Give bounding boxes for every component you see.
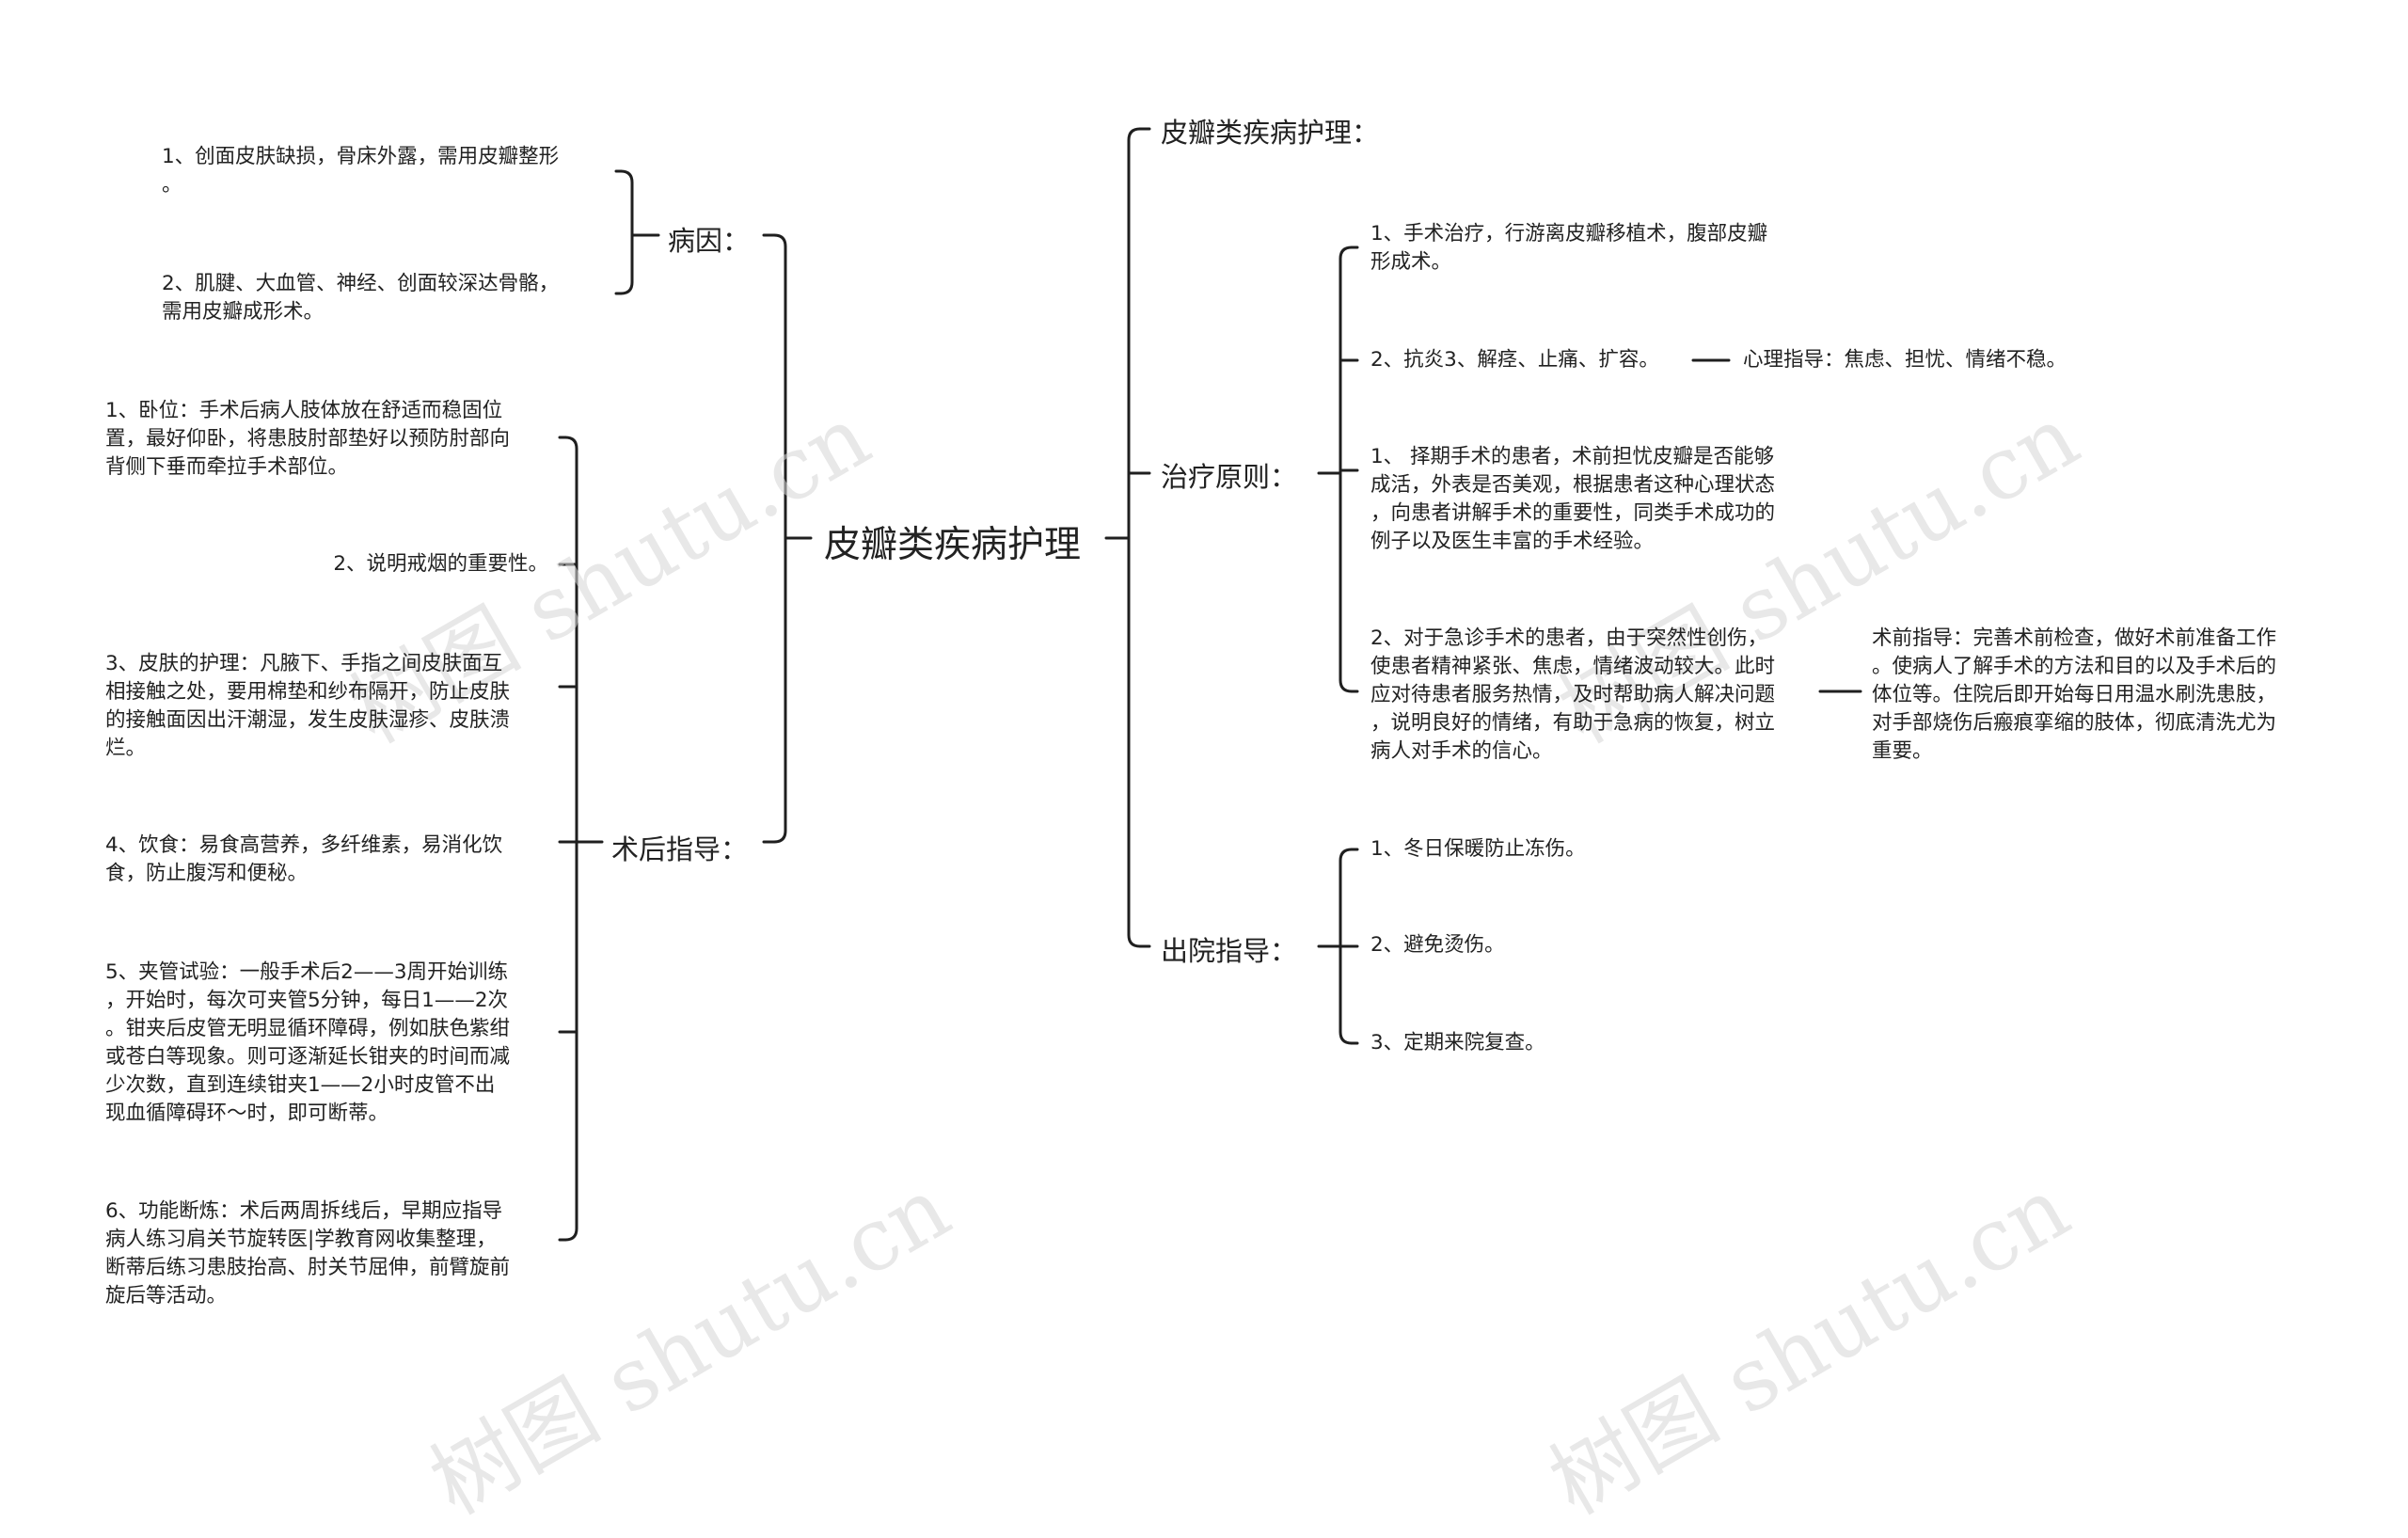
text-line: 需用皮瓣成形术。 bbox=[162, 300, 325, 324]
preop-guidance: 术前指导：完善术前检查，做好术前准备工作。使病人了解手术的方法和目的以及手术后的… bbox=[1872, 625, 2276, 766]
principle-item-4: 2、对于急诊手术的患者，由于突然性创伤， 使患者精神紧张、焦虑，情绪波动较大。此时… bbox=[1370, 625, 1775, 766]
text-line: ，向患者讲解手术的重要性，同类手术成功的 bbox=[1370, 501, 1776, 525]
text-line: ，说明良好的情绪，有助于急病的恢复，树立 bbox=[1370, 711, 1776, 735]
text-line: 2、抗炎3、解痉、止痛、扩容。 bbox=[1370, 348, 1659, 372]
text-line: 或苍白等现象。则可逐渐延长钳夹的时间而减 bbox=[105, 1045, 511, 1069]
text-line: 2、说明戒烟的重要性。 bbox=[333, 552, 548, 576]
text-line: 对手部烧伤后瘢痕挛缩的肢体，彻底清洗尤为 bbox=[1872, 711, 2277, 735]
root-topic[interactable]: 皮瓣类疾病护理 bbox=[824, 524, 1082, 566]
text-line: 1、创面皮肤缺损，骨床外露，需用皮瓣整形 bbox=[162, 145, 560, 168]
postop-item-5: 5、夹管试验：一般手术后2——3周开始训练 ，开始时，每次可夹管5分钟，每日1——… bbox=[105, 959, 510, 1128]
text-line: 。 bbox=[162, 173, 182, 197]
text-line: 体位等。住院后即开始每日用温水刷洗患肢， bbox=[1872, 683, 2277, 706]
text-line: 旋后等活动。 bbox=[105, 1284, 228, 1308]
text-line: 病人对手术的信心。 bbox=[1370, 739, 1553, 763]
postop-item-2: 2、说明戒烟的重要性。 bbox=[333, 550, 548, 579]
branch-discharge[interactable]: 出院指导： bbox=[1161, 935, 1298, 967]
text-line: 4、饮食：易食高营养，多纤维素，易消化饮 bbox=[105, 833, 503, 857]
text-line: 术前指导：完善术前检查，做好术前准备工作 bbox=[1872, 626, 2277, 650]
text-line: 的接触面因出汗潮湿，发生皮肤湿疹、皮肤溃 bbox=[105, 708, 511, 732]
cause-item-1: 1、创面皮肤缺损，骨床外露，需用皮瓣整形。 bbox=[162, 143, 559, 199]
text-line: 病人练习肩关节旋转医|学教育网收集整理， bbox=[105, 1228, 497, 1251]
root-right-bar bbox=[1127, 127, 1142, 948]
text-line: 烂。 bbox=[105, 737, 147, 760]
postop-item-3: 3、皮肤的护理：凡腋下、手指之间皮肤面互相接触之处，要用棉垫和纱布隔开，防止皮肤… bbox=[105, 650, 510, 763]
principle-item-1: 1、手术治疗，行游离皮瓣移植术，腹部皮瓣形成术。 bbox=[1370, 220, 1767, 277]
text-line: 断蒂后练习患肢抬高、肘关节屈伸，前臂旋前 bbox=[105, 1256, 511, 1279]
text-line: 3、皮肤的护理：凡腋下、手指之间皮肤面互 bbox=[105, 652, 503, 675]
text-line: 1、 择期手术的患者，术前担忧皮瓣是否能够 bbox=[1370, 445, 1775, 468]
text-line: 5、夹管试验：一般手术后2——3周开始训练 bbox=[105, 960, 509, 984]
text-line: 形成术。 bbox=[1370, 250, 1452, 274]
text-line: 2、肌腱、大血管、神经、创面较深达骨骼， bbox=[162, 272, 560, 295]
text-line: 食，防止腹泻和便秘。 bbox=[105, 862, 309, 885]
principle-item-2: 2、抗炎3、解痉、止痛、扩容。 bbox=[1370, 346, 1659, 374]
text-line: 6、功能断炼：术后两周拆线后，早期应指导 bbox=[105, 1199, 503, 1223]
text-line: 2、对于急诊手术的患者，由于突然性创伤， bbox=[1370, 626, 1768, 650]
text-line: 1、卧位：手术后病人肢体放在舒适而稳固位 bbox=[105, 399, 503, 422]
text-line: 。使病人了解手术的方法和目的以及手术后的 bbox=[1872, 655, 2277, 678]
text-line: 心理指导：焦虑、担忧、情绪不稳。 bbox=[1743, 348, 2067, 372]
branch-principle[interactable]: 治疗原则： bbox=[1161, 461, 1298, 493]
postop-item-1: 1、卧位：手术后病人肢体放在舒适而稳固位置，最好仰卧，将患肢肘部垫好以预防肘部向… bbox=[105, 397, 510, 482]
discharge-item-1: 1、冬日保暖防止冻伤。 bbox=[1370, 835, 1586, 864]
text-line: 1、冬日保暖防止冻伤。 bbox=[1370, 837, 1586, 861]
text-line: 置，最好仰卧，将患肢肘部垫好以预防肘部向 bbox=[105, 427, 511, 451]
connector-lines bbox=[558, 127, 1862, 1242]
text-line: 例子以及医生丰富的手术经验。 bbox=[1370, 530, 1655, 553]
discharge-item-2: 2、避免烫伤。 bbox=[1370, 931, 1505, 959]
discharge-item-3: 3、定期来院复查。 bbox=[1370, 1029, 1545, 1057]
branch-cause[interactable]: 病因： bbox=[668, 225, 751, 257]
text-line: 现血循障碍环～时，即可断蒂。 bbox=[105, 1102, 389, 1125]
text-line: 重要。 bbox=[1872, 739, 1933, 763]
text-line: 2、避免烫伤。 bbox=[1370, 933, 1505, 957]
psych-guidance: 心理指导：焦虑、担忧、情绪不稳。 bbox=[1743, 346, 2067, 374]
text-line: 成活，外表是否美观，根据患者这种心理状态 bbox=[1370, 473, 1776, 497]
postop-item-6: 6、功能断炼：术后两周拆线后，早期应指导病人练习肩关节旋转医|学教育网收集整理，… bbox=[105, 1197, 510, 1310]
postop-item-4: 4、饮食：易食高营养，多纤维素，易消化饮食，防止腹泻和便秘。 bbox=[105, 832, 502, 888]
postop-bar bbox=[563, 436, 578, 1242]
cause-bar bbox=[619, 169, 634, 295]
principle-item-3: 1、 择期手术的患者，术前担忧皮瓣是否能够成活，外表是否美观，根据患者这种心理状… bbox=[1370, 443, 1775, 556]
text-line: ，开始时，每次可夹管5分钟，每日1——2次 bbox=[105, 989, 509, 1012]
text-line: 。钳夹后皮管无明显循环障碍，例如肤色紫绀 bbox=[105, 1017, 511, 1040]
text-line: 1、手术治疗，行游离皮瓣移植术，腹部皮瓣 bbox=[1370, 222, 1768, 246]
text-line: 应对待患者服务热情，及时帮助病人解决问题 bbox=[1370, 683, 1776, 706]
text-line: 使患者精神紧张、焦虑，情绪波动较大。此时 bbox=[1370, 655, 1776, 678]
text-line: 背侧下垂而牵拉手术部位。 bbox=[105, 455, 349, 479]
text-line: 3、定期来院复查。 bbox=[1370, 1031, 1545, 1054]
branch-nursing[interactable]: 皮瓣类疾病护理： bbox=[1161, 117, 1380, 149]
text-line: 相接触之处，要用棉垫和纱布隔开，防止皮肤 bbox=[105, 680, 511, 704]
cause-item-2: 2、肌腱、大血管、神经、创面较深达骨骼， 需用皮瓣成形术。 bbox=[162, 270, 559, 326]
root-left-bar bbox=[772, 233, 787, 844]
branch-postop[interactable]: 术后指导： bbox=[611, 833, 749, 865]
text-line: 少次数，直到连续钳夹1——2小时皮管不出 bbox=[105, 1073, 496, 1097]
